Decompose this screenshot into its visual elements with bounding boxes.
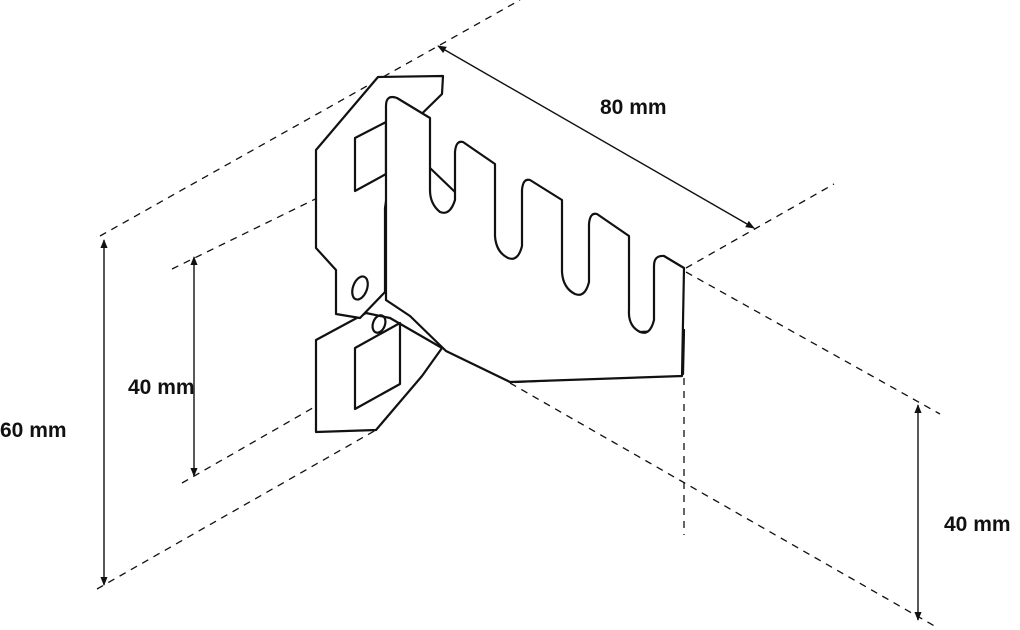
extension-lines bbox=[96, 0, 941, 629]
mounting-hole-lower bbox=[371, 314, 387, 334]
mounting-hole-upper bbox=[351, 275, 369, 301]
dimension-lines bbox=[100, 45, 922, 621]
dimension-label-80mm: 80 mm bbox=[600, 96, 667, 119]
mounting-plate-lower bbox=[314, 311, 444, 434]
dimension-line-80mm bbox=[437, 45, 755, 229]
dimension-label-40mm-left: 40 mm bbox=[128, 376, 195, 399]
dimension-label-60mm: 60 mm bbox=[0, 419, 67, 442]
dimension-label-40mm-right: 40 mm bbox=[944, 513, 1011, 536]
